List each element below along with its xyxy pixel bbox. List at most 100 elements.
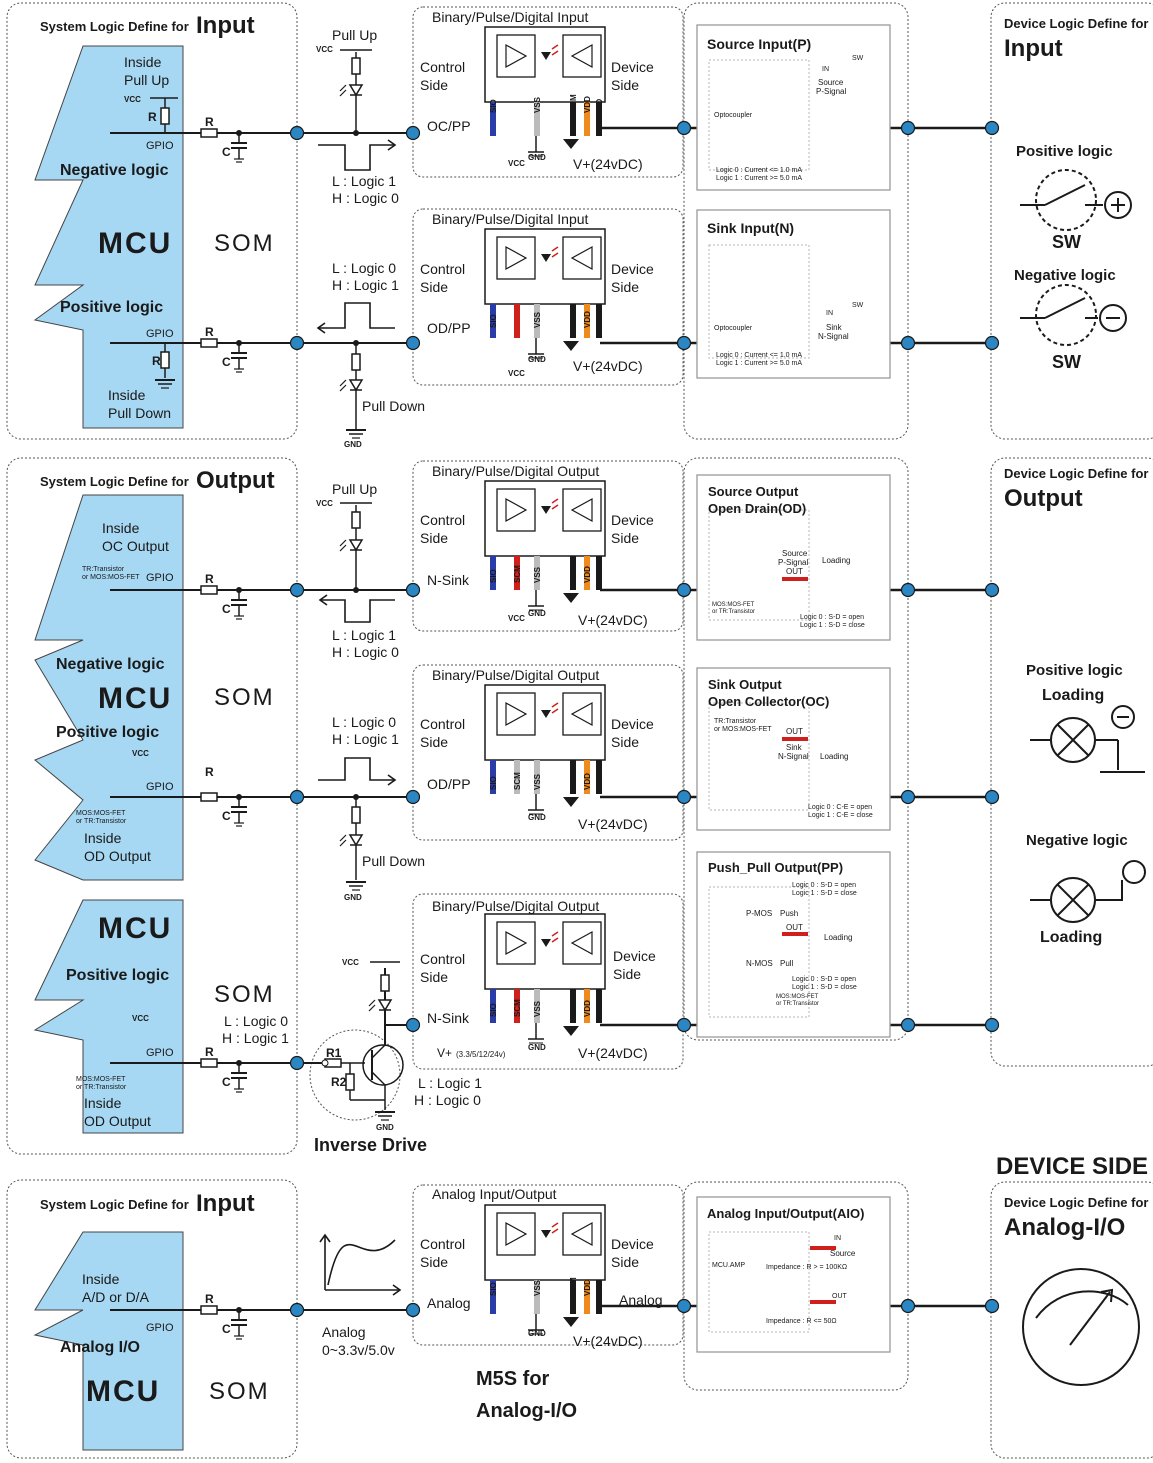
label: SW: [1052, 232, 1081, 252]
label: Device Logic Define for: [1004, 1195, 1148, 1210]
label: Loading: [822, 556, 850, 565]
module-title: Binary/Pulse/Digital Output: [432, 667, 599, 683]
label: 0~3.3v/5.0v: [322, 1342, 395, 1358]
label: L : Logic 0: [332, 714, 396, 730]
label: Side: [611, 77, 639, 93]
buffer-symbol: [505, 1221, 528, 1247]
pin-stripe: [490, 556, 496, 590]
buffer-symbol: [570, 930, 593, 956]
label: or TR:Transistor: [76, 818, 127, 825]
label: VCC: [508, 159, 525, 168]
junction-node: [676, 120, 692, 136]
right-symbols: [1020, 169, 1146, 1386]
pin-label: VDD: [583, 96, 592, 113]
pin-stripe: [570, 1280, 576, 1314]
junction-node: [289, 125, 305, 141]
pin-stripe: [534, 102, 540, 136]
label: R: [148, 110, 157, 124]
opto-led: [541, 1230, 551, 1238]
label: C: [222, 1075, 231, 1089]
pin-stripe: [596, 304, 602, 338]
opto-light: [551, 702, 559, 708]
label: or TR:Transistor: [776, 1001, 819, 1007]
mcu-shapes: [33, 45, 184, 1451]
pin-label: VDD: [583, 773, 592, 790]
label: GND: [528, 609, 546, 618]
inverse-drive-label: Inverse Drive: [314, 1135, 427, 1155]
label: V+(24vDC): [573, 156, 643, 172]
signal-bar: [810, 1246, 836, 1250]
label: Negative logic: [1014, 267, 1116, 284]
label: Side: [420, 969, 448, 985]
label: MCU.AMP: [712, 1262, 745, 1269]
opto-light: [551, 504, 559, 510]
label: Inside: [84, 830, 122, 846]
label: L : Logic 1: [332, 173, 396, 189]
label: Logic 0 : S-D = open: [792, 882, 856, 889]
junction-node: [289, 1055, 305, 1071]
label: System Logic Define for: [40, 474, 189, 489]
label: VCC: [508, 369, 525, 378]
label: Logic 0 : S-D = open: [792, 976, 856, 983]
label: VCC: [316, 45, 333, 54]
frames: [6, 2, 1153, 1459]
junction-node: [289, 1302, 305, 1318]
pin-label: SCM: [513, 999, 522, 1017]
label: MCU: [98, 912, 172, 945]
label: GND: [344, 440, 362, 449]
label: Open Collector(OC): [708, 694, 829, 709]
label: H : Logic 0: [414, 1092, 481, 1108]
pin-label: SCM: [513, 772, 522, 790]
pin-stripe: [514, 989, 520, 1023]
detail-box: [696, 474, 891, 641]
buffer-symbol: [570, 43, 593, 69]
section-title: Output: [1004, 485, 1083, 512]
label: GND: [528, 355, 546, 364]
pin-stripe: [570, 556, 576, 590]
device-chip: [562, 1212, 602, 1256]
pin-stripe: [534, 760, 540, 794]
pin-label: COM: [569, 564, 578, 583]
label: V+(24vDC): [573, 1333, 643, 1349]
label: C: [222, 355, 231, 369]
module-body: [484, 913, 606, 1044]
logic-label: Negative logic: [60, 162, 169, 179]
label: V+(24vDC): [578, 1045, 648, 1061]
waveforms: [316, 139, 402, 1296]
junction-node: [405, 1017, 421, 1033]
label: Pull Down: [108, 405, 171, 421]
pin-stripe: [490, 102, 496, 136]
junction-node: [984, 120, 1000, 136]
detail-box: [696, 851, 891, 1038]
label: OD/PP: [427, 320, 471, 336]
label: Positive logic: [56, 724, 159, 741]
module-title: Binary/Pulse/Digital Input: [432, 211, 589, 227]
control-chip: [496, 1212, 536, 1256]
gnd-arrow: [563, 1317, 579, 1327]
label: Logic 0 : C-E = open: [808, 804, 872, 811]
label: Inside: [82, 1271, 120, 1287]
label: R: [205, 325, 214, 339]
label: Side: [420, 77, 448, 93]
label: Pull: [780, 959, 794, 968]
pin-label: DIO: [595, 776, 604, 790]
opto-light: [551, 931, 559, 937]
detail-box: [696, 209, 891, 379]
junction-node: [289, 335, 305, 351]
pin-label: COM: [569, 998, 578, 1017]
label: H : Logic 0: [332, 644, 399, 660]
pin-label: VSS: [533, 1000, 542, 1017]
label: IN: [826, 310, 833, 317]
opto-light: [551, 246, 559, 252]
label: System Logic Define for: [40, 1197, 189, 1212]
pin-stripe: [596, 760, 602, 794]
label: R: [205, 572, 214, 586]
junction-node: [984, 335, 1000, 351]
label: MCU: [86, 1375, 160, 1408]
detail-inner: [708, 509, 810, 621]
pin-label: COM: [569, 771, 578, 790]
opto-light: [551, 937, 559, 943]
label: Control: [420, 1236, 465, 1252]
